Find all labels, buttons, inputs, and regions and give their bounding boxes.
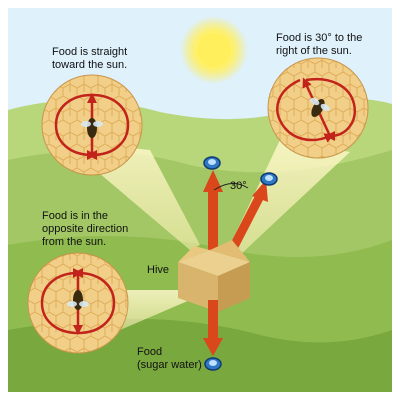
label-line: toward the sun. — [52, 59, 128, 71]
hive-box-icon — [178, 240, 250, 312]
label-line: from the sun. — [42, 236, 107, 248]
hive-label: Hive — [147, 264, 170, 276]
label-opposite-direction: Food is in the opposite direction from t… — [42, 210, 128, 249]
angle-label: 30° — [230, 180, 247, 192]
label-line: right of the sun. — [276, 45, 352, 57]
dance-circle-opposite — [27, 252, 129, 354]
food-dish-icon — [203, 156, 221, 170]
dance-circle-right-30 — [267, 57, 369, 159]
label-30-right-of-sun: Food is 30° to the right of the sun. — [276, 32, 362, 58]
label-line: Food is straight — [52, 46, 128, 58]
label-straight-toward-sun: Food is straight toward the sun. — [52, 46, 127, 72]
angle-arc — [213, 183, 249, 191]
food-dish-icon — [204, 357, 222, 371]
bee-icon — [67, 290, 89, 310]
sun-icon — [180, 16, 248, 84]
label-line: (sugar water) — [137, 359, 202, 371]
label-line: Food is 30° to the — [276, 32, 363, 44]
dance-circle-straight — [41, 74, 143, 176]
bee-icon — [310, 97, 330, 118]
beam-top-right — [230, 140, 350, 255]
label-line: Food — [137, 346, 163, 358]
label-line: Food is in the — [42, 210, 109, 222]
label-line: opposite direction — [42, 223, 129, 235]
arrow-opposite-sun — [203, 300, 223, 356]
arrow-toward-sun — [203, 170, 223, 260]
food-dish-icon — [260, 172, 278, 186]
food-label: Food (sugar water) — [137, 346, 202, 372]
beam-bottom-left — [110, 290, 190, 330]
bee-icon — [81, 118, 103, 138]
